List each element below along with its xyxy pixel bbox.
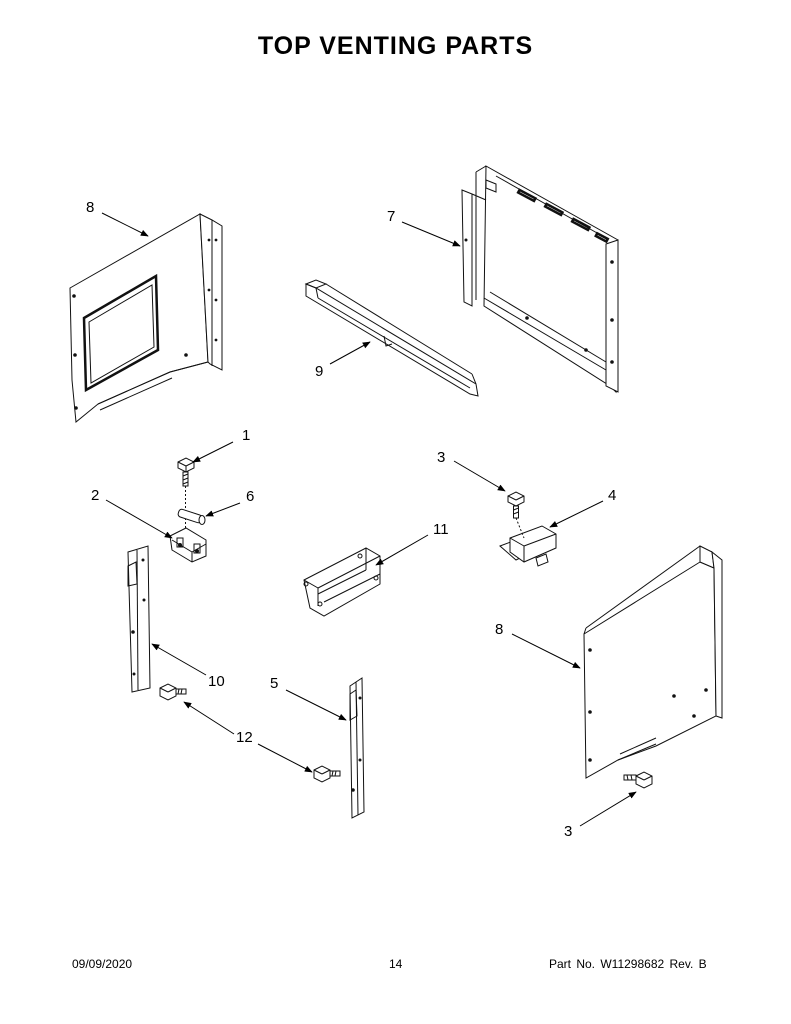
callout-4: 4 bbox=[608, 487, 616, 504]
part-8-side-panel-left bbox=[69, 213, 223, 423]
leader-7 bbox=[401, 221, 461, 247]
callout-11: 11 bbox=[433, 521, 449, 538]
leader-5 bbox=[285, 689, 347, 721]
leader-11 bbox=[375, 534, 429, 566]
footer-part-number: Part No. W11298682 Rev. B bbox=[549, 957, 707, 971]
callout-9: 9 bbox=[315, 363, 323, 380]
callout-5: 5 bbox=[270, 675, 278, 692]
part-3-screw-upper bbox=[507, 491, 525, 519]
callout-labels: 8 7 9 1 2 6 3 4 11 8 10 5 12 3 bbox=[86, 199, 616, 840]
page-title: TOP VENTING PARTS bbox=[257, 32, 534, 60]
part-11-bracket bbox=[303, 547, 381, 617]
leader-2 bbox=[105, 499, 173, 539]
leader-3-lower bbox=[579, 791, 637, 827]
leader-8-right bbox=[511, 633, 581, 669]
part-3-screw-lower bbox=[623, 771, 653, 789]
part-5-bracket bbox=[349, 677, 365, 819]
part-2-bracket bbox=[169, 527, 207, 563]
callout-8-left: 8 bbox=[86, 199, 94, 216]
callout-6: 6 bbox=[246, 488, 254, 505]
leader-3-upper bbox=[453, 460, 506, 492]
leader-12-lower bbox=[257, 743, 313, 773]
leader-9 bbox=[329, 341, 371, 365]
leader-1 bbox=[192, 441, 234, 463]
callout-2: 2 bbox=[91, 487, 99, 504]
footer-date: 09/09/2020 bbox=[72, 957, 133, 971]
leader-4 bbox=[549, 500, 604, 528]
callout-1: 1 bbox=[242, 427, 250, 444]
callout-7: 7 bbox=[387, 208, 395, 225]
callout-3-upper: 3 bbox=[437, 449, 445, 466]
leader-6 bbox=[205, 502, 241, 517]
part-9-vent-bar bbox=[304, 279, 479, 397]
part-4-switch bbox=[499, 517, 557, 567]
callout-3-lower: 3 bbox=[564, 823, 572, 840]
callout-10: 10 bbox=[208, 673, 225, 690]
part-6-pin bbox=[177, 508, 206, 525]
part-12-screw-upper bbox=[159, 683, 187, 701]
leader-8-left bbox=[101, 212, 149, 237]
callout-12: 12 bbox=[236, 729, 253, 746]
part-7-vent-panel bbox=[461, 165, 619, 394]
part-12-screw-lower bbox=[313, 765, 341, 783]
part-1-screw bbox=[177, 457, 195, 530]
part-8-side-panel-right bbox=[583, 545, 723, 779]
leader-lines bbox=[101, 212, 637, 827]
leader-12-upper bbox=[183, 701, 235, 735]
leader-10 bbox=[151, 643, 207, 676]
footer-page-number: 14 bbox=[389, 957, 403, 971]
part-10-bracket bbox=[127, 545, 151, 693]
callout-8-right: 8 bbox=[495, 621, 503, 638]
